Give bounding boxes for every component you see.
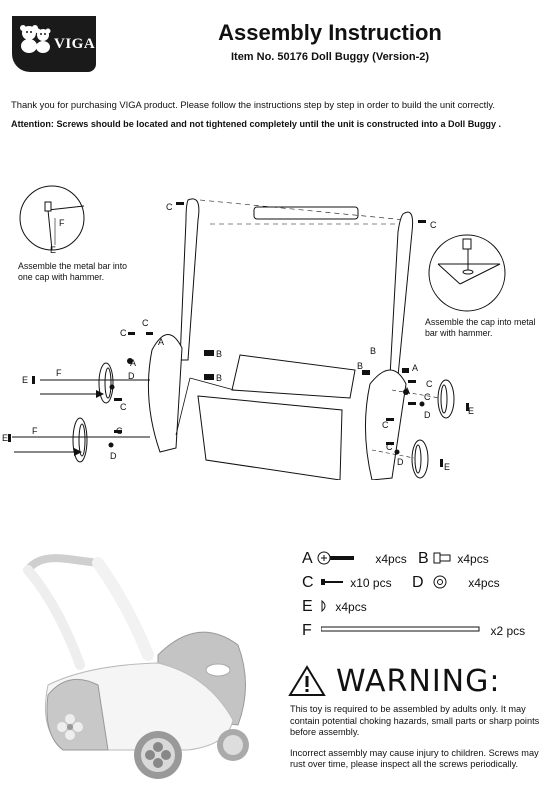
note-left-line-1: Assemble the metal bar into	[18, 261, 128, 271]
part-b-row: B x4pcs	[418, 550, 489, 568]
callout-d: D	[110, 451, 117, 461]
item-number: Item No. 50176 Doll Buggy (Version-2)	[230, 51, 430, 63]
callout-c: C	[426, 379, 433, 389]
exploded-assembly-diagram: F E	[2, 185, 506, 480]
part-letter: D	[412, 574, 424, 591]
callout-c: C	[424, 392, 431, 402]
screw-c-icon	[320, 579, 343, 585]
brand-name: VIGA	[54, 36, 96, 52]
cap-e-icon	[321, 599, 326, 613]
part-d-row: D x4pcs	[412, 574, 500, 592]
part-letter: E	[302, 598, 313, 615]
bolt-a-icon	[317, 551, 355, 565]
top-handle-bar	[199, 199, 406, 225]
callout-c: C	[120, 328, 127, 338]
callout-b: B	[216, 373, 222, 383]
callout-e: E	[22, 375, 28, 385]
brand-logo: VIGA	[12, 16, 96, 72]
callout-e: E	[2, 433, 8, 443]
warning-text-adults: This toy is required to be assembled by …	[290, 704, 540, 737]
part-a-row: A x4pcs	[302, 550, 407, 568]
part-c-row: C x10 pcs	[302, 574, 392, 592]
part-f-label: F	[59, 218, 65, 228]
right-upright	[389, 211, 414, 377]
warning-section: WARNING: This toy is required to be asse…	[288, 662, 550, 771]
part-letter: A	[302, 550, 313, 567]
nut-b-icon	[433, 552, 451, 564]
basket-back-board	[231, 354, 356, 399]
doll-buggy-product-image	[23, 554, 249, 779]
callout-a: A	[158, 337, 164, 347]
part-letter-callouts: C C C C A A D B B E F C C D E F B B A C …	[2, 202, 474, 472]
warning-title: WARNING:	[336, 663, 501, 699]
callout-d: D	[397, 457, 404, 467]
right-side-panel	[365, 369, 407, 480]
teddy-bears-icon	[20, 25, 51, 53]
part-letter: C	[302, 574, 314, 591]
callout-a: A	[130, 358, 136, 368]
callout-b: B	[370, 346, 376, 356]
washer-d-icon	[433, 575, 447, 589]
left-front-wheel	[98, 362, 114, 404]
metal-bar-f-icon	[320, 626, 480, 632]
buggy-wheel	[134, 731, 182, 779]
metal-bar-detail-left: F E	[19, 185, 85, 255]
part-count: x2 pcs	[490, 624, 526, 638]
part-count: x10 pcs	[350, 576, 392, 590]
note-right-line-1: Assemble the cap into metal	[425, 317, 536, 327]
note-left: Assemble the metal bar into one cap with…	[18, 261, 127, 283]
part-letter: B	[418, 550, 429, 567]
part-letter: F	[302, 622, 312, 639]
callout-d: D	[424, 410, 431, 420]
callout-e: E	[444, 462, 450, 472]
callout-c: C	[142, 318, 149, 328]
left-side-panel	[147, 334, 183, 453]
part-e-row: E x4pcs	[302, 598, 367, 616]
callout-c: C	[116, 426, 123, 436]
axle-arrows	[12, 379, 441, 459]
callout-e: E	[468, 406, 474, 416]
part-count: x4pcs	[468, 576, 500, 590]
left-upright	[179, 198, 200, 361]
callout-b: B	[216, 349, 222, 359]
buggy-wheel	[217, 729, 249, 761]
callout-c: C	[120, 402, 127, 412]
part-count: x4pcs	[457, 552, 489, 566]
cap-detail-right	[428, 234, 506, 312]
part-e-label: E	[50, 245, 56, 255]
right-front-wheel	[437, 379, 455, 419]
callout-a: A	[404, 386, 410, 396]
part-count: x4pcs	[375, 552, 407, 566]
callout-c: C	[382, 420, 389, 430]
warning-triangle-icon	[288, 665, 326, 696]
note-right-line-2: bar with hammer.	[425, 328, 493, 338]
callout-c: C	[430, 220, 437, 230]
attention-text: Attention: Screws should be located and …	[11, 119, 502, 129]
callout-c: C	[386, 442, 393, 452]
screw-markers	[8, 202, 469, 467]
page-title: Assembly Instruction	[218, 20, 442, 45]
basket-bottom-board	[197, 395, 343, 480]
intro-text: Thank you for purchasing VIGA product. P…	[11, 99, 495, 110]
parts-list: A x4pcs B x4pcs C x10 pcs D x4pcs E x4pc…	[300, 548, 550, 644]
callout-b: B	[357, 361, 363, 371]
right-rear-wheel	[411, 439, 429, 479]
part-f-row: F x2 pcs	[302, 622, 542, 640]
callout-c: C	[166, 202, 173, 212]
callout-f: F	[32, 426, 38, 436]
note-left-line-2: one cap with hammer.	[18, 272, 105, 282]
callout-a: A	[412, 363, 418, 373]
note-right: Assemble the cap into metal bar with ham…	[425, 317, 536, 339]
warning-text-injury: Incorrect assembly may cause injury to c…	[290, 747, 539, 770]
part-count: x4pcs	[335, 600, 367, 614]
callout-f: F	[56, 368, 62, 378]
callout-d: D	[128, 371, 135, 381]
